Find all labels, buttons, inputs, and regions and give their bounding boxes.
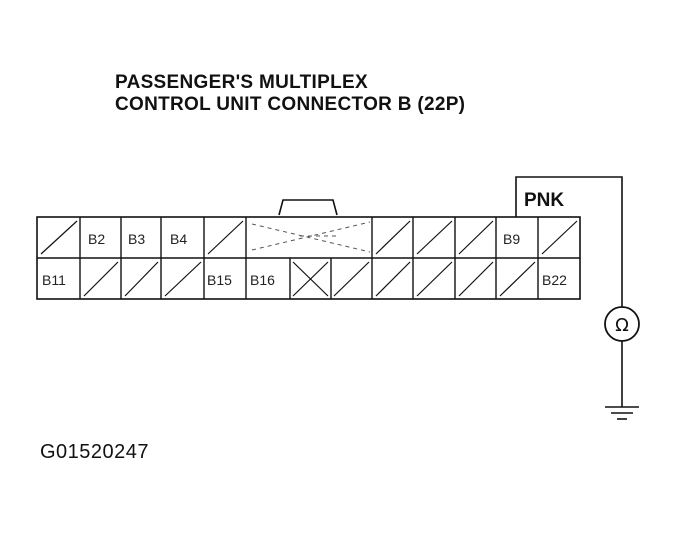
- ohm-symbol: Ω: [615, 315, 629, 336]
- title-line-2: CONTROL UNIT CONNECTOR B (22P): [115, 94, 466, 115]
- cavity-dashed-marks: [251, 221, 371, 253]
- pin-label-b3: B3: [128, 231, 145, 247]
- pin-label-b9: B9: [503, 231, 520, 247]
- pin-label-b16: B16: [250, 272, 275, 288]
- pin-label-b4: B4: [170, 231, 187, 247]
- figure-id: G01520247: [40, 441, 150, 463]
- wire-color-label: PNK: [524, 190, 564, 211]
- pin-label-b15: B15: [207, 272, 232, 288]
- pin-label-b11: B11: [42, 272, 66, 288]
- pin-label-b22: B22: [542, 272, 567, 288]
- diagram-title: PASSENGER'S MULTIPLEX CONTROL UNIT CONNE…: [115, 72, 465, 116]
- connector-cavity-dividers: [79, 217, 539, 299]
- test-lead-wire: [515, 176, 623, 307]
- pin-label-b2: B2: [88, 231, 105, 247]
- ground-icon: [605, 406, 639, 420]
- unused-cavity-hatch: [40, 220, 578, 297]
- title-line-1: PASSENGER'S MULTIPLEX: [115, 72, 368, 93]
- connector-lock-tab: [278, 199, 338, 216]
